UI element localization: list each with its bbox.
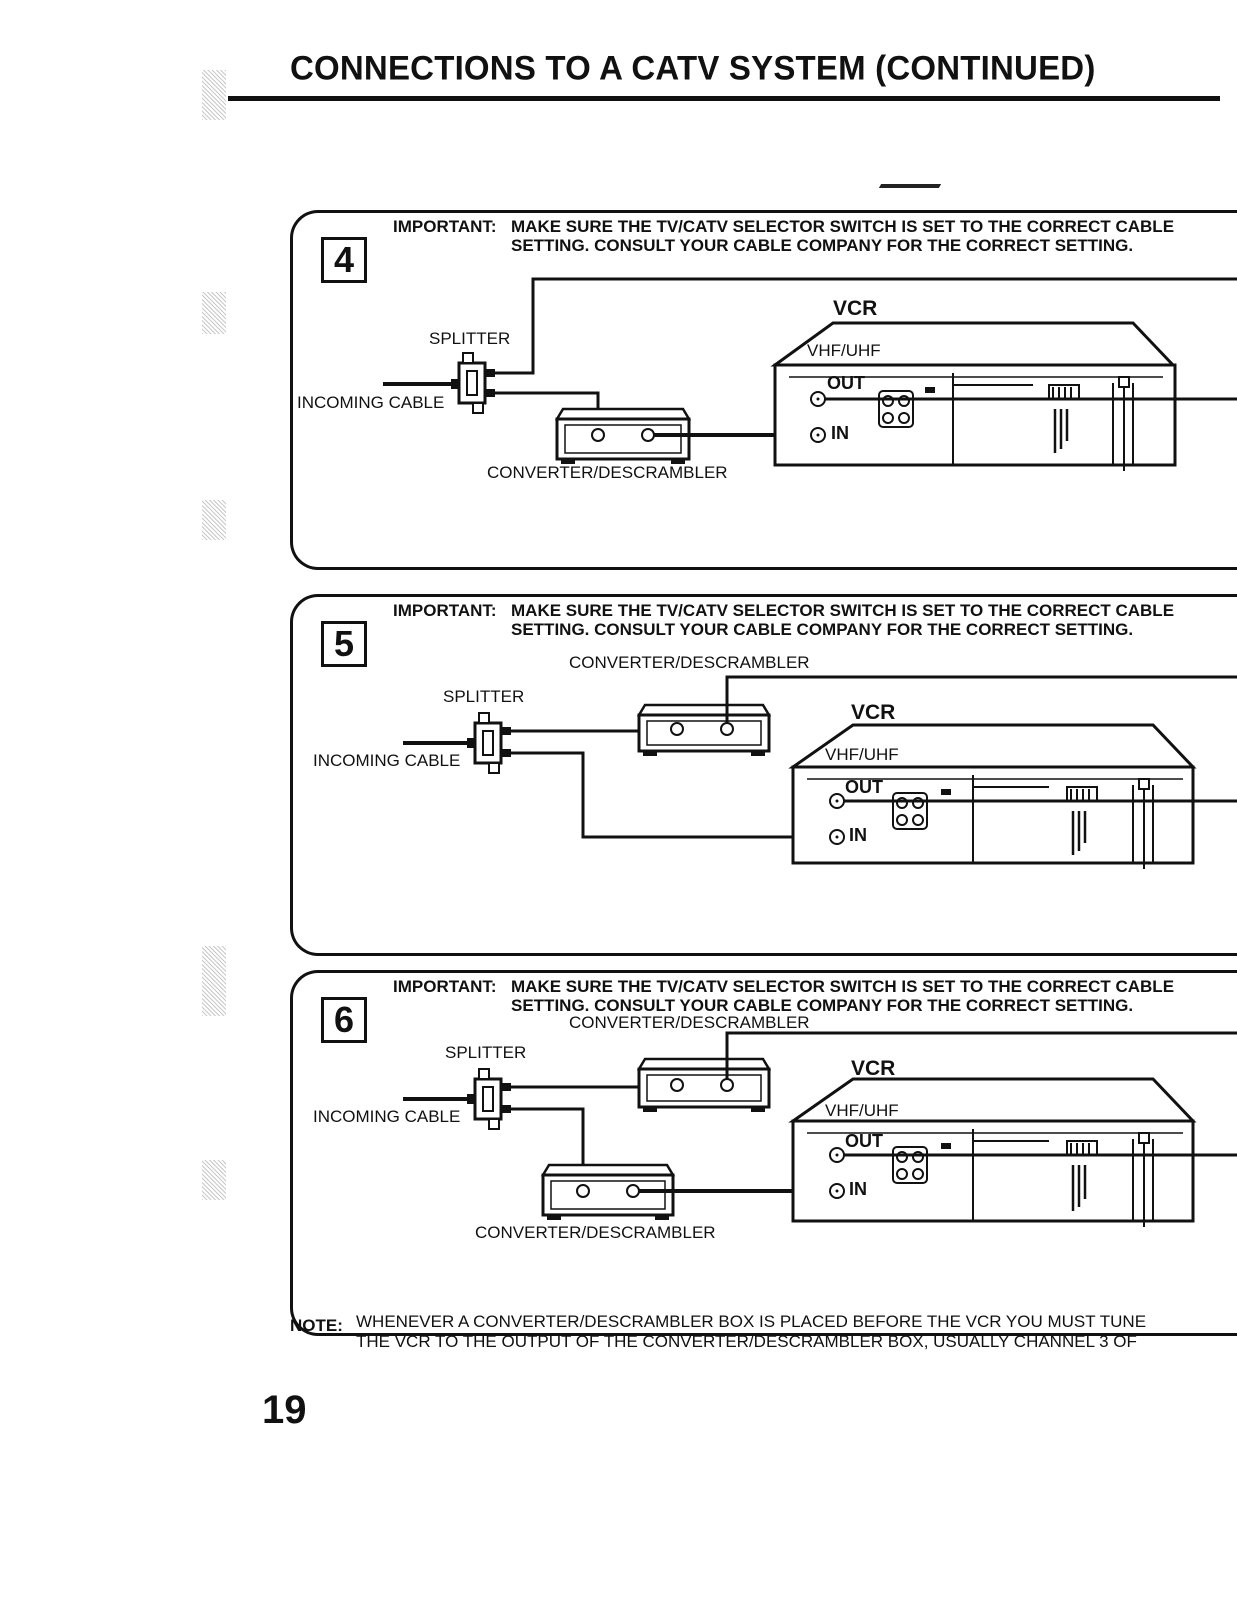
important-label: IMPORTANT: (393, 977, 497, 996)
out-jack-label: OUT (827, 373, 865, 393)
in-jack-label: IN (831, 423, 849, 443)
splitter-to-tv-wire (495, 277, 1237, 375)
splitter-icon (467, 712, 511, 774)
step-panel-6: 6 IMPORTANT: MAKE SURE THE TV/CATV SELEC… (290, 970, 1237, 1336)
scan-mark (878, 184, 942, 188)
vhf-uhf-label: VHF/UHF (825, 1101, 899, 1120)
note-label: NOTE: (290, 1316, 343, 1335)
note-text-line: THE VCR TO THE OUTPUT OF THE CONVERTER/D… (356, 1332, 1137, 1351)
connection-diagram (383, 277, 1237, 471)
incoming-cable-label: INCOMING CABLE (313, 751, 461, 770)
scan-speckle (202, 1160, 226, 1200)
important-text: MAKE SURE THE TV/CATV SELECTOR SWITCH IS… (511, 601, 1175, 639)
important-text: MAKE SURE THE TV/CATV SELECTOR SWITCH IS… (511, 977, 1175, 1015)
splitter-label: SPLITTER (429, 329, 511, 348)
out-jack-label: OUT (845, 1131, 883, 1151)
splitter-icon (451, 352, 495, 414)
vcr-icon (770, 321, 1177, 471)
step-number: 4 (321, 237, 367, 283)
page-number: 19 (262, 1388, 307, 1432)
scan-speckle (202, 292, 226, 334)
note-text-line: WHENEVER A CONVERTER/DESCRAMBLER BOX IS … (356, 1312, 1147, 1331)
converter-to-tv-wire (725, 675, 1237, 723)
incoming-cable-label: INCOMING CABLE (313, 1107, 461, 1126)
converter-2-label: CONVERTER/DESCRAMBLER (475, 1223, 716, 1242)
splitter-to-converter-2-wire (511, 1107, 585, 1191)
step-number: 5 (321, 621, 367, 667)
converter-2-icon (540, 1163, 676, 1220)
vcr-icon (788, 1077, 1197, 1227)
vhf-uhf-label: VHF/UHF (825, 745, 899, 764)
step-panel-5: 5 IMPORTANT: MAKE SURE THE TV/CATV SELEC… (290, 594, 1237, 956)
incoming-cable-label: INCOMING CABLE (297, 393, 445, 412)
splitter-label: SPLITTER (445, 1043, 527, 1062)
vcr-label: VCR (851, 1057, 896, 1080)
splitter-label: SPLITTER (443, 687, 525, 706)
scan-speckle (202, 70, 226, 120)
vcr-label: VCR (833, 297, 878, 320)
title-rule (228, 96, 1220, 101)
converter-to-tv-wire (725, 1031, 1237, 1079)
step-panel-4: 4 IMPORTANT: MAKE SURE THE TV/CATV SELEC… (290, 210, 1237, 570)
converter-label: CONVERTER/DESCRAMBLER (487, 463, 728, 482)
vcr-icon (788, 723, 1197, 869)
converter-icon (554, 407, 692, 464)
splitter-to-vcr-wire (511, 751, 833, 839)
important-label: IMPORTANT: (393, 601, 497, 620)
in-jack-label: IN (849, 825, 867, 845)
out-jack-label: OUT (845, 777, 883, 797)
important-text: MAKE SURE THE TV/CATV SELECTOR SWITCH IS… (511, 217, 1175, 255)
important-label: IMPORTANT: (393, 217, 497, 236)
step-number: 6 (321, 997, 367, 1043)
connection-diagram (403, 675, 1237, 869)
vcr-label: VCR (851, 701, 896, 724)
page-title: CONNECTIONS TO A CATV SYSTEM (CONTINUED) (290, 48, 1096, 87)
converter-icon (636, 1057, 772, 1112)
converter-label: CONVERTER/DESCRAMBLER (569, 653, 810, 672)
in-jack-label: IN (849, 1179, 867, 1199)
converter-label: CONVERTER/DESCRAMBLER (569, 1013, 810, 1032)
converter-icon (636, 703, 772, 756)
scan-speckle (202, 946, 226, 1016)
splitter-icon (467, 1068, 511, 1130)
scan-speckle (202, 500, 226, 540)
connection-diagram (403, 1031, 1237, 1227)
vhf-uhf-label: VHF/UHF (807, 341, 881, 360)
